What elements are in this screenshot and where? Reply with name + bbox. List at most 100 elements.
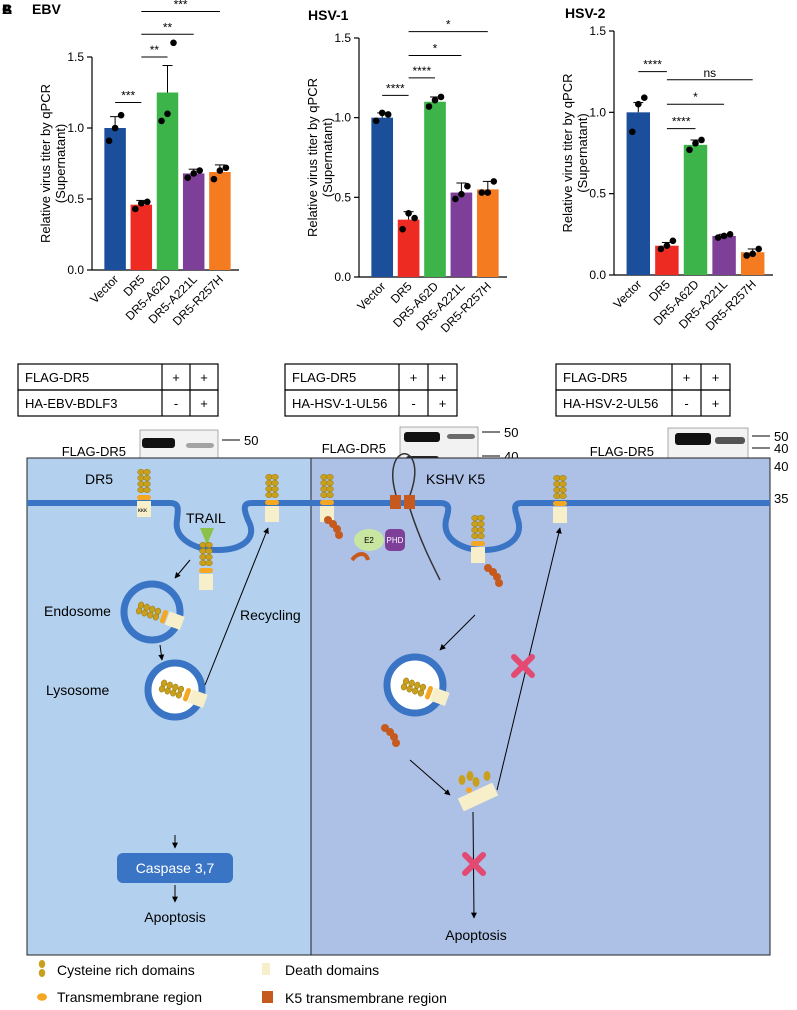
panel-letter-a: A <box>2 1 12 17</box>
wb-band <box>142 438 175 448</box>
y-tick-label: 1.0 <box>67 121 84 135</box>
data-point <box>164 110 171 118</box>
wb-blot-label: FLAG-DR5 <box>322 441 386 456</box>
wb-lane1-mark: + <box>683 370 691 385</box>
data-point <box>425 103 433 110</box>
data-point <box>669 237 677 245</box>
data-point <box>170 39 177 47</box>
data-point <box>755 245 762 253</box>
x-tick-label: Vector <box>610 277 644 311</box>
bar-vector <box>371 117 394 278</box>
death-domain-glyph: κκκ <box>138 508 148 514</box>
wb-header-label: FLAG-DR5 <box>563 370 627 385</box>
wb-lane1-mark: + <box>410 370 418 385</box>
wb-lane2-mark: + <box>439 396 447 411</box>
wb-header-row <box>17 389 219 417</box>
bar-dr5-a221l <box>182 173 205 270</box>
wb-header-row <box>555 389 731 417</box>
arrow-to-lysosome <box>158 644 165 661</box>
data-point <box>478 189 486 196</box>
wb-header-label: HA-EBV-BDLF3 <box>25 396 117 411</box>
dr5-label: DR5 <box>85 471 113 487</box>
significance-label: *** <box>174 0 188 12</box>
phd-label: PHD <box>387 536 404 545</box>
fragment-1 <box>458 775 466 785</box>
y-axis-label: Relative virus titer by qPCR <box>305 78 320 237</box>
data-point <box>720 232 728 240</box>
significance-label: * <box>693 90 698 104</box>
wb-header-row <box>284 389 458 417</box>
mw-marker-label: 35 <box>774 491 788 506</box>
phd-domain <box>385 529 405 551</box>
kshv-k5-label: KSHV K5 <box>426 471 485 487</box>
arrow-to-degradation <box>409 759 451 796</box>
data-point <box>378 109 386 117</box>
data-point <box>657 245 665 253</box>
k5-tm-1 <box>390 495 401 509</box>
data-point <box>405 209 412 217</box>
bar-vector <box>626 112 651 275</box>
y-tick-label: 1.0 <box>589 105 606 119</box>
data-point <box>629 128 636 136</box>
data-point <box>216 167 224 174</box>
wb-band <box>447 434 475 439</box>
caspase-box <box>117 853 233 883</box>
bar-dr5-a221l <box>450 192 473 277</box>
significance-label: **** <box>672 115 691 129</box>
data-point <box>726 231 734 238</box>
k5-transmembrane-icon <box>262 991 273 1003</box>
data-point <box>196 167 203 174</box>
y-tick-label: 1.5 <box>67 50 84 64</box>
significance-label: **** <box>386 81 405 95</box>
wb-band <box>675 433 711 445</box>
data-point <box>484 189 492 196</box>
data-point <box>458 190 465 198</box>
k5-tm-2 <box>404 495 415 509</box>
fragment-4 <box>483 771 491 781</box>
data-point <box>111 124 119 132</box>
y-tick-label: 0.0 <box>67 263 84 277</box>
legend-label-transmembrane: Transmembrane region <box>57 989 202 1005</box>
y-axis-label: Relative virus titer by qPCR <box>560 74 575 233</box>
y-axis-label: Relative virus titer by qPCR <box>38 84 53 243</box>
y-tick-label: 0.0 <box>334 270 351 284</box>
data-point <box>411 214 418 222</box>
wb-blot-label: FLAG-DR5 <box>62 444 126 459</box>
trail-label: TRAIL <box>186 510 226 526</box>
chart-title: HSV-2 <box>565 5 606 21</box>
fragment-3 <box>472 777 480 787</box>
arrow-recycling <box>204 527 269 686</box>
death-domain-fragment <box>457 782 499 812</box>
significance-label: ** <box>150 43 160 57</box>
significance-label: * <box>433 42 438 56</box>
wb-lane1-mark: + <box>172 370 180 385</box>
data-point <box>743 252 750 259</box>
data-point <box>437 93 445 101</box>
wb-header-label: HA-HSV-1-UL56 <box>292 396 387 411</box>
bar-vector <box>104 128 126 270</box>
data-point <box>399 225 406 233</box>
chart-title: EBV <box>32 1 61 17</box>
caspase-label: Caspase 3,7 <box>136 860 215 876</box>
bar-dr5-a221l <box>712 235 736 275</box>
bar-dr5-r257h <box>476 189 499 277</box>
bar-dr5 <box>130 204 153 270</box>
mw-marker-label: 40 <box>774 441 788 456</box>
k5-loop <box>392 453 416 496</box>
bar-dr5-a62d <box>424 101 446 277</box>
significance-label: *** <box>121 88 135 102</box>
significance-label: ** <box>163 20 173 34</box>
bar-dr5-a62d <box>156 92 179 270</box>
wb-band <box>186 443 214 448</box>
significance-label: * <box>446 18 451 32</box>
data-point <box>692 139 699 147</box>
bar-dr5-a62d <box>683 144 708 275</box>
legend-label-cysteine: Cysteine rich domains <box>57 962 195 978</box>
wb-lane2-mark: + <box>200 370 208 385</box>
data-point <box>698 136 705 144</box>
e2-enzyme <box>354 529 384 551</box>
y-tick-label: 0.5 <box>589 187 606 201</box>
y-axis-label-2: (Supernatant) <box>320 118 335 198</box>
